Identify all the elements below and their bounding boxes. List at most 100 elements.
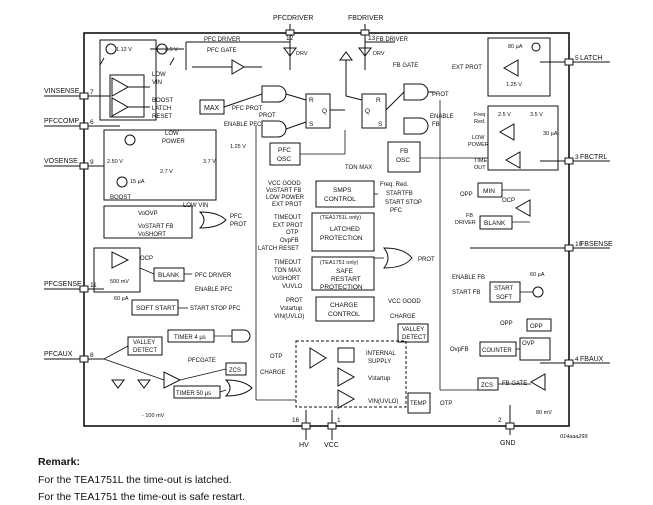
pfc-driver-path bbox=[185, 41, 297, 75]
pin-fbaux-number: 4 bbox=[575, 356, 579, 363]
pin-vosense-name: VOSENSE bbox=[44, 158, 78, 165]
diagram-code: 014aaa299 bbox=[560, 434, 588, 440]
label-v250: 2.50 V bbox=[107, 159, 123, 165]
label-v25-right: 2.5 V bbox=[498, 112, 511, 118]
label-ua80-top: 80 µA bbox=[508, 44, 523, 50]
label-v27: 2.7 V bbox=[160, 169, 173, 175]
label-vo-ovp: VoOVP bbox=[138, 211, 158, 217]
charge-out-0: VCC GOOD bbox=[388, 299, 421, 305]
zcs-pfc-label: ZCS bbox=[229, 368, 241, 374]
label-v112: 1.12 V bbox=[116, 47, 132, 53]
pin-gnd-number: 2 bbox=[498, 417, 502, 424]
fb-ocp-comparator bbox=[514, 199, 531, 217]
pin-pfccomp: PFCCOMP 6 bbox=[44, 118, 120, 130]
pin-fbdriver: FBDRIVER 13 bbox=[348, 15, 383, 56]
label-low-vin-1: LOW bbox=[152, 72, 166, 78]
label-enable-fb-1: ENABLE bbox=[430, 114, 454, 120]
pin-vinsense-number: 7 bbox=[90, 89, 94, 96]
latched-in-2: OTP bbox=[286, 230, 298, 236]
pfc-prot-or-gate bbox=[198, 211, 227, 229]
label-ua60-right: 60 µA bbox=[530, 272, 545, 278]
pfcsense-section bbox=[93, 247, 141, 293]
label-pfc-prot-2: PROT bbox=[259, 113, 276, 119]
smps-out-2: START STOP bbox=[385, 200, 422, 206]
label-prot-out: PROT bbox=[418, 257, 435, 263]
pin-fbsense-number: 10 bbox=[575, 241, 583, 248]
latched-tea-only: (TEA1751L only) bbox=[320, 215, 361, 221]
hv-comparator-1 bbox=[337, 367, 356, 387]
charge-in-0: PROT bbox=[286, 298, 303, 304]
label-enable-pfc: ENABLE PFC bbox=[224, 122, 262, 128]
soft-start-fb-1: START bbox=[494, 286, 513, 292]
label-enable-fb-2: FB bbox=[432, 122, 440, 128]
charge-in-2: VIN(UVLO) bbox=[274, 314, 304, 320]
valley-detect-pfc-2: DETECT bbox=[133, 348, 157, 354]
smps-out-1: STARTFB bbox=[386, 191, 413, 197]
safe-in-2: VoSHORT bbox=[272, 276, 300, 282]
safe-tea-only: (TEA1751 only) bbox=[320, 260, 358, 266]
label-vo-short: VoSHORT bbox=[138, 232, 166, 238]
smps-in-0: VCC GOOD bbox=[268, 181, 301, 187]
flipflop-pfc-q: Q bbox=[322, 108, 327, 115]
pfc-ocp-comparator bbox=[111, 251, 130, 269]
label-v35-left: 3.5 V bbox=[165, 47, 178, 53]
flipflop-pfc-s: S bbox=[309, 121, 314, 128]
hv-comparator-2 bbox=[337, 389, 356, 409]
label-freq-red-2: Red. bbox=[474, 119, 486, 125]
label-vo-start-fb: VoSTART FB bbox=[138, 224, 173, 230]
pfc-osc-2: OSC bbox=[277, 156, 291, 163]
smps-in-2: LOW POWER bbox=[266, 195, 305, 201]
label-mv80: 80 mV bbox=[536, 410, 552, 416]
label-latch-reset-1: LATCH bbox=[152, 106, 171, 112]
label-fb-driver: FB DRIVER bbox=[376, 37, 409, 43]
soft-start-fb-2: SOFT bbox=[496, 295, 512, 301]
pin-pfcsense-name: PFCSENSE bbox=[44, 281, 82, 288]
pin-pfcaux: PFCAUX 8 bbox=[44, 351, 104, 363]
internal-supply-2: SUPPLY bbox=[368, 359, 391, 365]
latch-section bbox=[487, 37, 551, 97]
label-pfc-driver: PFC DRIVER bbox=[204, 37, 241, 43]
pin-vosense: VOSENSE 9 bbox=[44, 158, 104, 170]
timer4-gate bbox=[231, 329, 251, 343]
safe-restart-3: PROTECTION bbox=[320, 284, 363, 291]
label-ocp: OCP bbox=[502, 198, 515, 204]
charge-out-1: CHARGE bbox=[390, 314, 416, 320]
label-mv100: - 100 mV bbox=[142, 413, 165, 419]
pin-latch: 5 LATCH bbox=[540, 55, 610, 66]
label-charge: CHARGE bbox=[260, 370, 286, 376]
fb-osc-2: OSC bbox=[396, 157, 410, 164]
pin-hv-number: 16 bbox=[292, 417, 300, 424]
valley-detect-fb-1: VALLEY bbox=[402, 327, 424, 333]
fb-osc-1: FB bbox=[400, 148, 408, 155]
label-low-power-left-2: POWER bbox=[162, 139, 185, 145]
fbaux-comparator bbox=[529, 373, 546, 391]
opp-block bbox=[526, 318, 552, 332]
smps-control-block bbox=[315, 180, 375, 208]
pin-gnd-name: GND bbox=[500, 440, 516, 447]
pin-hv-name: HV bbox=[299, 442, 309, 449]
timer4-label: TIMER 4 µs bbox=[174, 335, 206, 341]
label-pfc-prot-4: PROT bbox=[230, 222, 247, 228]
label-enable-pfc-2: ENABLE PFC bbox=[195, 287, 233, 293]
pin-fbctrl-number: 3 bbox=[575, 154, 579, 161]
vo-comparators-box bbox=[103, 205, 193, 239]
latched-in-0: TIMEOUT bbox=[274, 215, 301, 221]
label-pfc-driver-2: PFC DRIVER bbox=[195, 273, 232, 279]
pin-fbsense-name: FBSENSE bbox=[580, 241, 613, 248]
safe-restart-2: RESTART bbox=[331, 276, 361, 283]
valley-detect-fb-block bbox=[397, 323, 429, 343]
label-drv-fb: DRV bbox=[373, 51, 385, 57]
safe-restart-1: SAFE bbox=[336, 268, 354, 275]
fbctrl-comparator-2 bbox=[504, 151, 521, 169]
safe-in-1: TON MAX bbox=[274, 268, 301, 274]
pin-fbctrl-name: FBCTRL bbox=[580, 154, 607, 161]
label-ton-max: TON MAX bbox=[345, 165, 372, 171]
vosense-current-source bbox=[116, 176, 128, 188]
label-time-out-2: OUT bbox=[474, 165, 486, 171]
zcs-pfc-or-gate bbox=[224, 379, 253, 397]
min-label: MIN bbox=[483, 188, 495, 195]
opp-label: OPP bbox=[530, 324, 543, 330]
latch-comparator bbox=[502, 59, 519, 77]
label-v125-latch: 1.25 V bbox=[506, 82, 522, 88]
smps-in-3: EXT PROT bbox=[272, 202, 302, 208]
